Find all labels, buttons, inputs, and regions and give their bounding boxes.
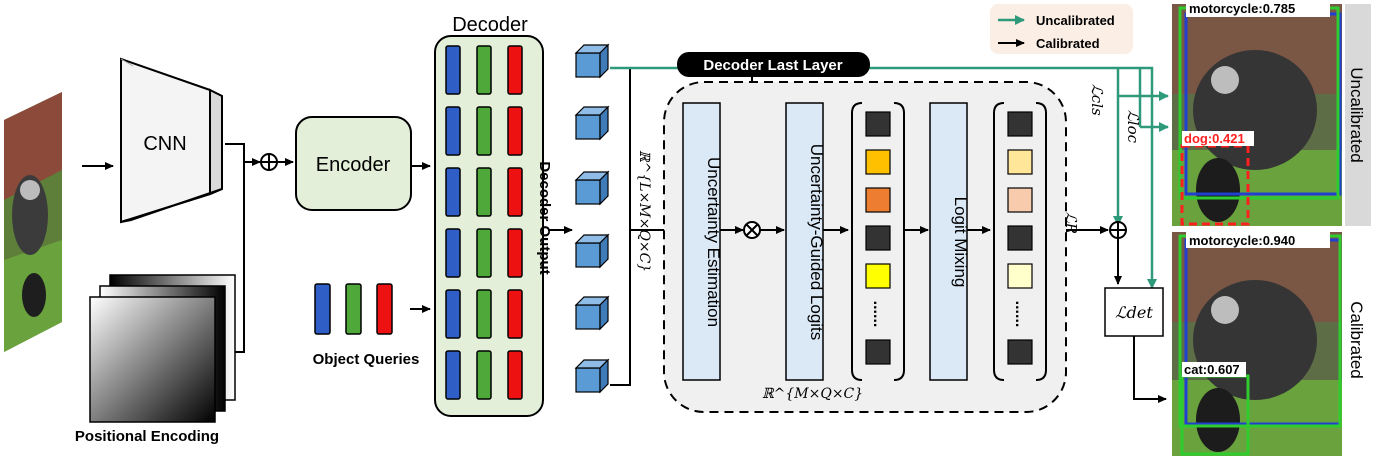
decoder-bar (445, 228, 461, 278)
object-queries-label: Object Queries (313, 351, 420, 368)
feature-cube (574, 43, 610, 79)
logit-square (865, 339, 891, 365)
oplus-icon (260, 153, 278, 171)
logit-square (865, 187, 891, 213)
logit-square (865, 263, 891, 289)
loss-r: ℒR (1062, 212, 1080, 234)
decoder-title: Decoder (452, 14, 528, 36)
legend-box (990, 4, 1133, 54)
logit-square (1007, 339, 1033, 365)
decoder-bar (507, 228, 523, 278)
decoder-last-layer-label: Decoder Last Layer (703, 57, 842, 74)
oplus-loss-icon (1109, 221, 1127, 239)
legend-calibrated-label: Calibrated (1036, 36, 1100, 51)
uncertainty-guided-logits-label: Uncertainty-Guided Logits (807, 144, 826, 341)
decoder-bar (507, 350, 523, 400)
encoder-label: Encoder (316, 154, 391, 176)
decoder-bar (445, 350, 461, 400)
logit-square (1007, 149, 1033, 175)
decoder-bar (507, 106, 523, 156)
decoder-bar (476, 45, 492, 95)
logit-square (1007, 225, 1033, 251)
calibration-panel (663, 81, 1067, 413)
det-cal-motorcycle: motorcycle:0.940 (1189, 233, 1295, 248)
shape-lmqc: ℝ^{L×M×Q×C} (636, 150, 652, 272)
decoder-query-rows (445, 45, 523, 400)
decoder-bar (476, 106, 492, 156)
output-image-uncalibrated: motorcycle:0.785 dog:0.421 (1172, 0, 1342, 226)
logit-column-a-brackets (851, 102, 905, 381)
logit-square (1007, 263, 1033, 289)
logit-square (1007, 111, 1033, 137)
decoder-bar (476, 289, 492, 339)
uncertainty-estimation-block (682, 102, 721, 381)
otimes-icon (743, 221, 761, 239)
logit-square (1007, 187, 1033, 213)
loss-det: ℒdet (1115, 303, 1153, 322)
feature-cube (574, 295, 610, 331)
output-image-calibrated: motorcycle:0.940 cat:0.607 (1172, 232, 1342, 456)
cnn-label: CNN (143, 133, 186, 155)
decoder-bar (445, 289, 461, 339)
cubes-bracket (610, 67, 631, 386)
feature-cube (574, 170, 610, 206)
uncertainty-estimation-label: Uncertainty Estimation (704, 157, 723, 327)
logit-square (865, 149, 891, 175)
shape-mqc: ℝ^{M×Q×C} (762, 386, 863, 402)
loss-cls: ℒcls (1088, 84, 1106, 116)
logit-column-b: ...... (1007, 111, 1033, 365)
positional-encoding-stack (89, 274, 236, 423)
decoder-bar (476, 167, 492, 217)
side-label-calibrated: Calibrated (1347, 301, 1366, 379)
encoder-block (295, 116, 412, 211)
decoder-bar (445, 167, 461, 217)
side-label-uncalibrated: Uncalibrated (1347, 67, 1366, 162)
feature-cube (574, 105, 610, 141)
cnn-block: CNN (120, 57, 223, 224)
decoder-last-layer-pill (677, 52, 870, 77)
feature-cube (574, 233, 610, 269)
decoder-output-label: Decoder Output (536, 161, 553, 274)
decoder-bar (476, 228, 492, 278)
logit-ellipsis: ...... (870, 301, 887, 328)
logit-square (865, 111, 891, 137)
det-uncal-motorcycle: motorcycle:0.785 (1189, 1, 1295, 16)
logit-square (865, 225, 891, 251)
decoder-bar (445, 45, 461, 95)
decoder-bar (507, 167, 523, 217)
object-queries (314, 283, 393, 335)
logit-ellipsis: ...... (1012, 301, 1029, 328)
det-cal-cat: cat:0.607 (1184, 362, 1240, 377)
logit-column-b-brackets (993, 102, 1047, 381)
decoder-bar (507, 45, 523, 95)
decoder-bar (507, 289, 523, 339)
uncalibrated-side-tab (1345, 4, 1371, 226)
logit-mixing-label: Logit Mixing (951, 197, 970, 288)
positional-encoding-label: Positional Encoding (75, 428, 219, 445)
feature-cube (574, 358, 610, 394)
logit-mixing-block (929, 102, 968, 381)
decoder-output-cubes (574, 43, 610, 394)
det-uncal-dog: dog:0.421 (1184, 131, 1245, 146)
legend-uncalibrated-label: Uncalibrated (1036, 13, 1115, 28)
loss-det-box (1104, 287, 1164, 337)
decoder-bar (476, 350, 492, 400)
decoder-bar (445, 106, 461, 156)
input-image (4, 92, 62, 352)
uncertainty-guided-logits-block (785, 102, 824, 381)
loss-loc: ℒloc (1124, 110, 1142, 144)
logit-column-a: ...... (865, 111, 891, 365)
